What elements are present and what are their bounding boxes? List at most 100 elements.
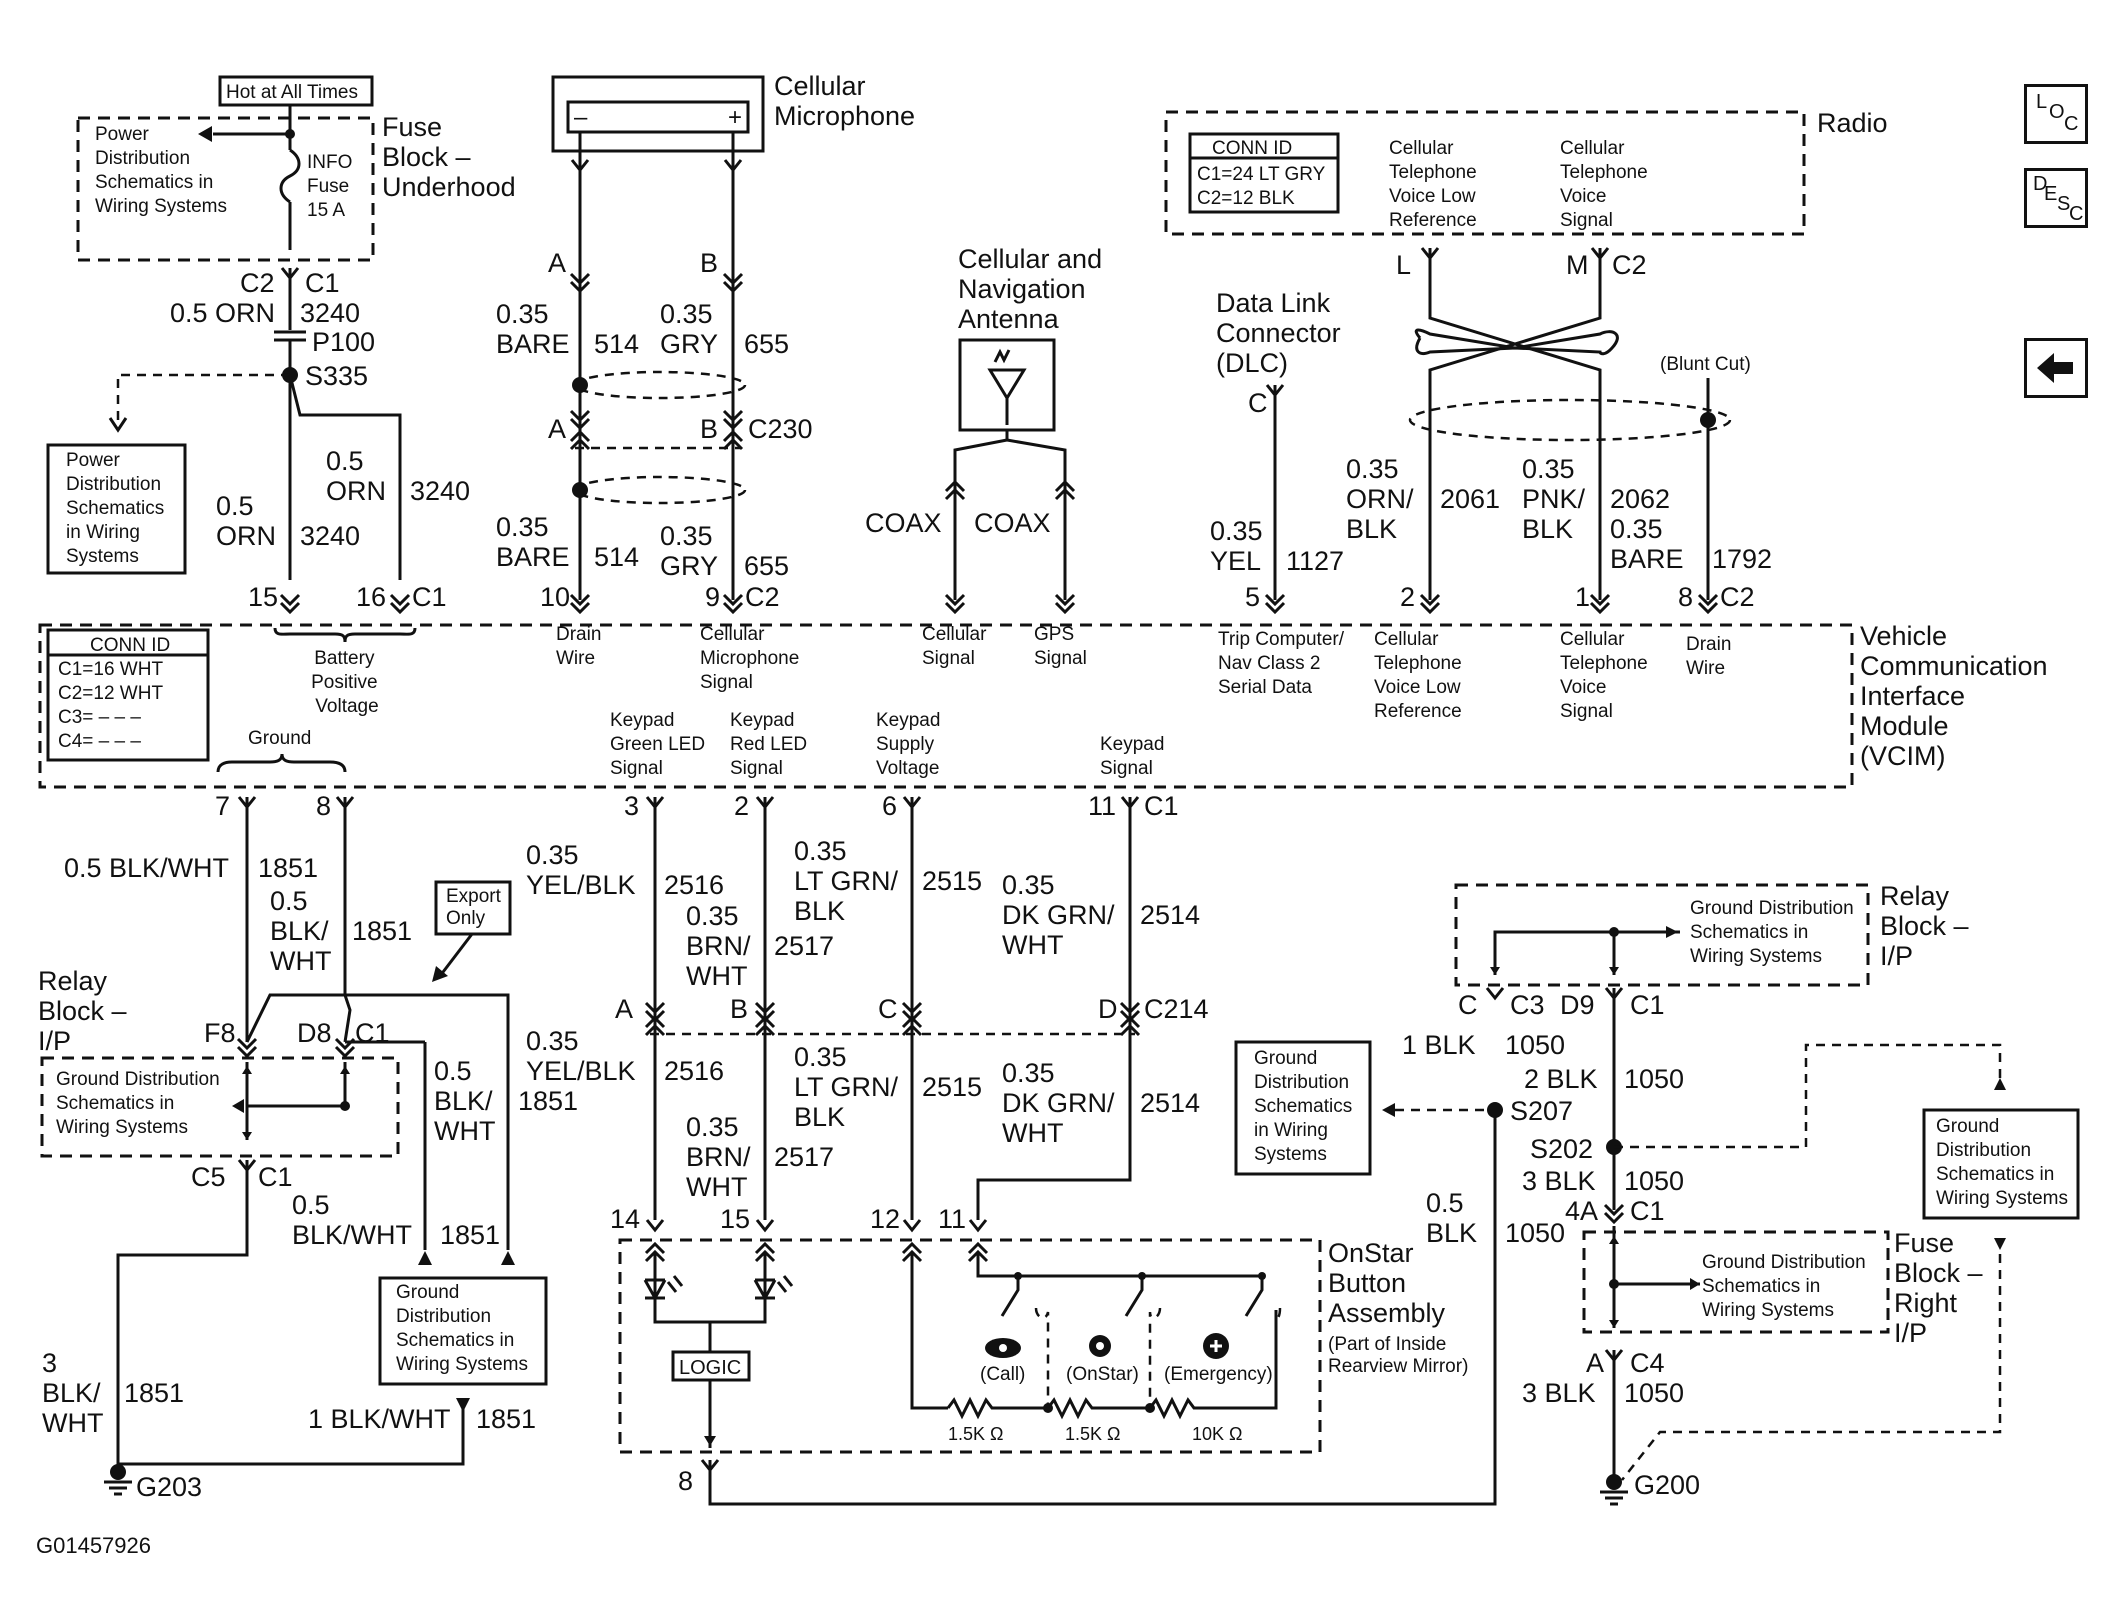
svg-text:C5: C5 (191, 1162, 226, 1192)
svg-text:14: 14 (610, 1204, 640, 1234)
svg-text:C1: C1 (1630, 990, 1665, 1020)
svg-text:5: 5 (1245, 582, 1260, 612)
svg-text:3240: 3240 (300, 521, 360, 551)
svg-text:2516: 2516 (664, 870, 724, 900)
resistor-2 (1046, 1396, 1150, 1420)
desc-button[interactable]: D E S C (2024, 168, 2088, 228)
svg-text:C2: C2 (1720, 582, 1755, 612)
resistor-1 (946, 1396, 1048, 1420)
svg-text:C1: C1 (412, 582, 447, 612)
svg-text:Battery Positive Volta: Battery Positive Voltage (311, 648, 383, 717)
svg-text:C: C (878, 994, 898, 1024)
led-green-icon (666, 1275, 684, 1293)
vcim-module: Vehicle Communication Interface Module (… (38, 621, 2055, 789)
svg-text:514: 514 (594, 329, 639, 359)
fuse-block-underhood: Hot at All Times Power Distribution Sche… (76, 75, 516, 580)
svg-text:L: L (1396, 250, 1411, 280)
svg-text:10K Ω: 10K Ω (1192, 1424, 1242, 1444)
s335-label: S335 (305, 361, 368, 391)
pds-box-text: Power Distribution Schematics in Wiring … (95, 124, 227, 217)
svg-text:D: D (1098, 994, 1118, 1024)
svg-text:S202: S202 (1530, 1134, 1593, 1164)
desc-letter: C (2069, 203, 2084, 225)
svg-text:CONN ID: CONN ID (90, 635, 170, 656)
figure-code: G01457926 (36, 1533, 151, 1558)
svg-text:3 BLK: 3 BLK (1522, 1378, 1596, 1408)
circuit-number: 3240 (300, 298, 360, 328)
conn-c1-label: C1 (305, 268, 340, 298)
hot-at-all-times-label: Hot at All Times (226, 82, 358, 103)
desc-letter: S (2057, 193, 2071, 215)
svg-text:3240: 3240 (410, 476, 470, 506)
svg-text:(Emergency): (Emergency) (1164, 1364, 1273, 1385)
svg-text:3: 3 (624, 791, 639, 821)
svg-text:9: 9 (705, 582, 720, 612)
switch-call (1000, 1276, 1020, 1317)
antenna: Cellular and Navigation Antenna COAX COA… (865, 244, 1110, 614)
svg-text:C4: C4 (1630, 1348, 1665, 1378)
svg-text:D8: D8 (297, 1018, 332, 1048)
svg-text:2517: 2517 (774, 931, 834, 961)
loc-letter: L (2036, 91, 2048, 113)
loc-letter: O (2049, 101, 2065, 123)
desc-letter: D (2033, 173, 2048, 195)
loc-button[interactable]: L O C (2024, 84, 2088, 144)
svg-text:F8: F8 (204, 1018, 236, 1048)
switch-onstar (1124, 1276, 1144, 1317)
svg-text:CONN ID: CONN ID (1212, 138, 1292, 159)
svg-text:1 BLK/WHT: 1 BLK/WHT (308, 1404, 451, 1434)
vcim-title: Vehicle Communication Interface Module (… (1860, 621, 2055, 771)
svg-text:B: B (730, 994, 748, 1024)
resistor-3 (1148, 1310, 1278, 1420)
antenna-icon (987, 368, 1027, 425)
svg-text:1 BLK: 1 BLK (1402, 1030, 1476, 1060)
svg-text:(OnStar): (OnStar) (1066, 1364, 1139, 1385)
g200-label: G200 (1634, 1470, 1700, 1500)
svg-text:+: + (728, 104, 742, 131)
back-button[interactable] (2024, 338, 2088, 398)
svg-text:2 BLK: 2 BLK (1524, 1064, 1598, 1094)
svg-text:2: 2 (1400, 582, 1415, 612)
dlc-title: Data Link Connector (DLC) (1216, 288, 1348, 378)
arrow-left-icon (198, 126, 212, 142)
svg-text:C: C (1458, 990, 1478, 1020)
svg-text:8: 8 (678, 1466, 693, 1496)
svg-text:3 BLK: 3 BLK (1522, 1166, 1596, 1196)
vcim-bottom-pins: 7 8 3 2 6 11 C1 (215, 791, 1179, 821)
svg-text:1792: 1792 (1712, 544, 1772, 574)
svg-text:1050: 1050 (1505, 1030, 1565, 1060)
svg-text:A: A (548, 414, 566, 444)
svg-text:C1=16 WHT C2=12 WHT C3: C1=16 WHT C2=12 WHT C3= – – – C4= – – – (58, 659, 168, 752)
svg-text:C3: C3 (1510, 990, 1545, 1020)
switch-emergency (1244, 1276, 1264, 1317)
antenna-title: Cellular and Navigation Antenna (958, 244, 1110, 334)
conn-c2-label: C2 (240, 268, 275, 298)
svg-text:655: 655 (744, 551, 789, 581)
desc-letter: E (2044, 183, 2058, 205)
svg-text:2516: 2516 (664, 1056, 724, 1086)
ground-icon (102, 1480, 134, 1496)
svg-text:4A: 4A (1565, 1196, 1598, 1226)
